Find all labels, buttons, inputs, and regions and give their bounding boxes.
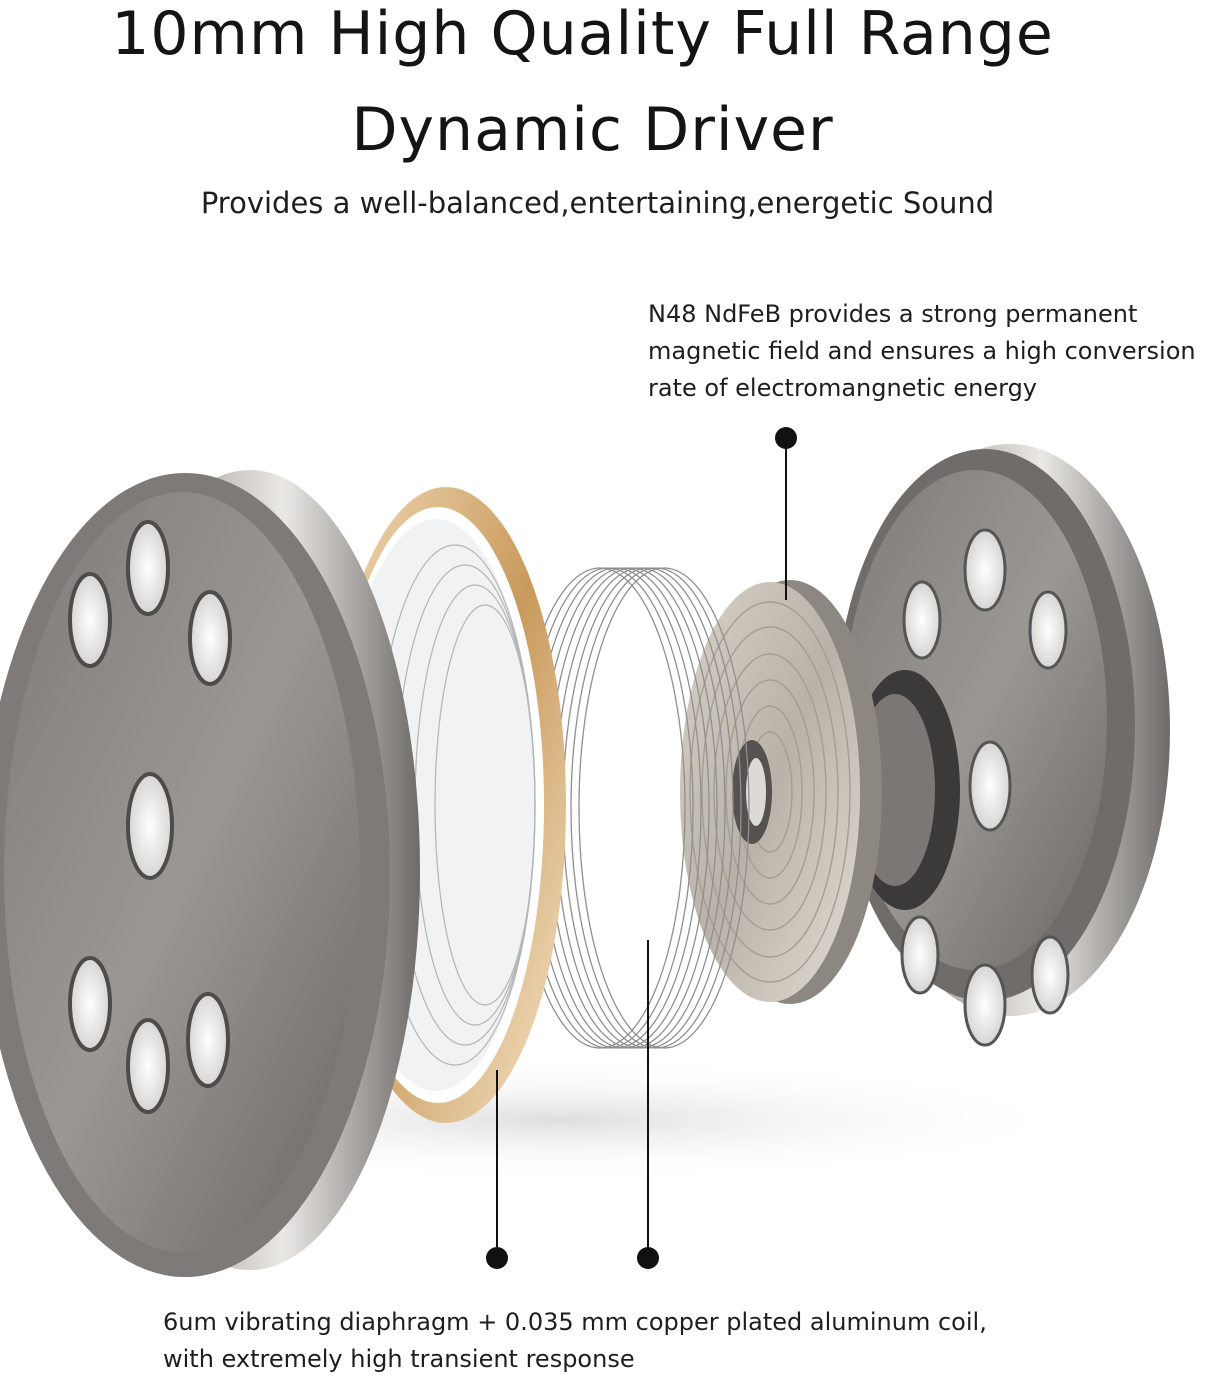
diaphragm-callout-text: 6um vibrating diaphragm + 0.035 mm coppe…: [163, 1304, 1063, 1378]
n48-ndfeb-magnet-plate: [680, 580, 882, 1004]
magnet-callout-line-3: rate of electromangnetic energy: [648, 374, 1038, 402]
diaphragm-callout-line-1: 6um vibrating diaphragm + 0.035 mm coppe…: [163, 1308, 987, 1336]
subtitle: Provides a well-balanced,entertaining,en…: [200, 186, 995, 220]
magnet-callout-line-2: magnetic field and ensures a high conver…: [648, 337, 1196, 365]
magnet-callout-text: N48 NdFeB provides a strong permanent ma…: [648, 296, 1223, 407]
headline-line-1: 10mm High Quality Full Range: [111, 0, 1054, 69]
magnet-callout-line-1: N48 NdFeB provides a strong permanent: [648, 300, 1138, 328]
magnet-callout-pointer: [775, 427, 797, 600]
coil-callout-pointer: [637, 940, 659, 1269]
diaphragm-callout-line-2: with extremely high transient response: [163, 1345, 635, 1373]
driver-exploded-view-illustration: [0, 427, 1170, 1277]
headline-line-2: Dynamic Driver: [351, 95, 834, 165]
front-cover-plate: [0, 470, 420, 1277]
diaphragm-callout-pointer: [486, 1070, 508, 1269]
rear-magnet-cup: [835, 444, 1170, 1047]
